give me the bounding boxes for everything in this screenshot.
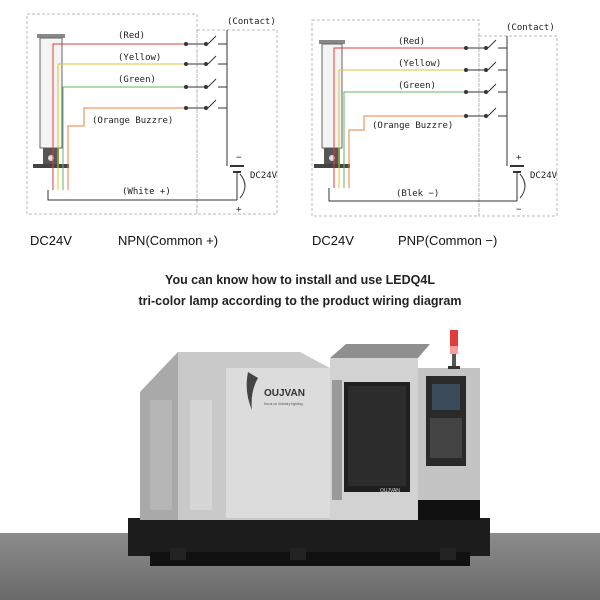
pnp-green-label: (Green) xyxy=(398,81,436,91)
pnp-black-wire xyxy=(328,188,466,202)
pnp-orange-label: (Orange Buzzre) xyxy=(372,121,453,131)
npn-contact-label: (Contact) xyxy=(227,17,276,27)
pnp-contact-switches xyxy=(464,36,508,166)
npn-red-wire xyxy=(52,43,197,190)
npn-diagram: (Contact) (Red) (Yellow) (Green) (Orange… xyxy=(26,13,278,248)
npn-common-label: (White +) xyxy=(122,187,171,197)
npn-orange-wire xyxy=(67,107,197,190)
machine-tagline: focus on industry lighting xyxy=(264,402,303,406)
pnp-voltage-label: DC24V xyxy=(530,171,558,181)
npn-green-label: (Green) xyxy=(118,75,156,85)
pnp-green-wire xyxy=(343,91,478,188)
cnc-machine-illustration: OUJVAN focus on industry lighting OUJVAN xyxy=(128,330,490,566)
machine-door-brand: OUJVAN xyxy=(380,488,400,494)
npn-supply-label: DC24V xyxy=(30,233,72,248)
pnp-signal-tower-icon xyxy=(314,40,350,168)
pnp-dc-supply xyxy=(466,165,526,202)
machine-signal-tower-icon xyxy=(448,330,460,369)
npn-bottom-sign: + xyxy=(236,205,242,215)
pnp-red-label: (Red) xyxy=(398,37,425,47)
npn-contact-switches xyxy=(184,30,228,166)
npn-mode-label: NPN(Common +) xyxy=(118,233,218,248)
pnp-supply-label: DC24V xyxy=(312,233,354,248)
npn-dc-supply xyxy=(186,165,246,201)
npn-yellow-wire xyxy=(57,63,197,190)
pnp-contact-frame xyxy=(478,35,558,217)
npn-lamp-frame xyxy=(26,13,198,215)
pnp-mode-label: PNP(Common −) xyxy=(398,233,497,248)
oujvan-logo-icon xyxy=(246,372,258,410)
npn-contact-frame xyxy=(196,29,278,215)
pnp-contact-label: (Contact) xyxy=(506,23,555,33)
npn-voltage-label: DC24V xyxy=(250,171,278,181)
npn-white-wire xyxy=(47,190,186,201)
machine-brand: OUJVAN xyxy=(264,388,305,399)
npn-yellow-label: (Yellow) xyxy=(118,53,161,63)
npn-green-wire xyxy=(62,86,197,190)
npn-orange-label: (Orange Buzzre) xyxy=(92,116,173,126)
npn-top-sign: − xyxy=(236,153,242,163)
pnp-yellow-label: (Yellow) xyxy=(398,59,441,69)
pnp-top-sign: + xyxy=(516,153,522,163)
pnp-common-label: (Blek −) xyxy=(396,189,439,199)
pnp-yellow-wire xyxy=(338,69,478,188)
caption-line-1: You can know how to install and use LEDQ… xyxy=(165,273,435,287)
pnp-red-wire xyxy=(333,47,478,188)
npn-signal-tower-icon xyxy=(33,34,69,168)
pnp-bottom-sign: − xyxy=(516,205,522,215)
pnp-diagram: (Contact) (Red) (Yellow) (Green) (Orange… xyxy=(311,19,558,248)
pnp-lamp-frame xyxy=(311,19,480,217)
npn-red-label: (Red) xyxy=(118,31,145,41)
pnp-orange-wire xyxy=(348,115,478,188)
caption-line-2: tri-color lamp according to the product … xyxy=(138,294,462,308)
